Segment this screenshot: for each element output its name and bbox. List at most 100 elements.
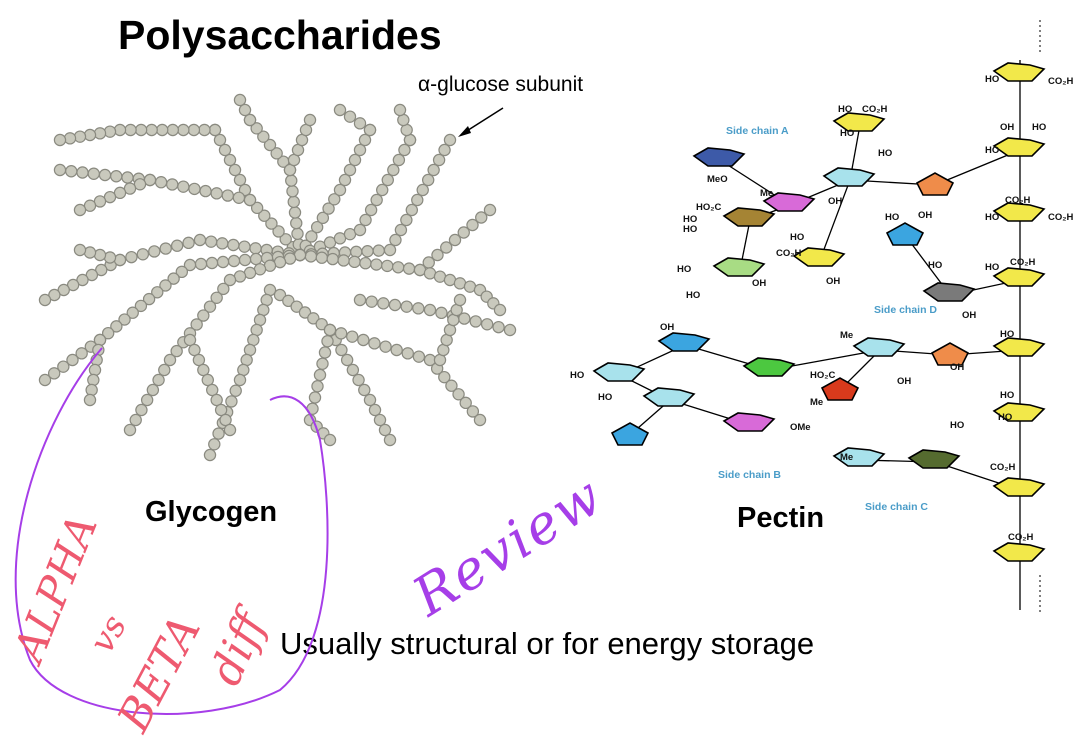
glucose-bead bbox=[159, 279, 172, 292]
glucose-bead bbox=[303, 113, 317, 127]
sugar-ring bbox=[922, 282, 976, 302]
glucose-bead bbox=[353, 223, 367, 237]
glucose-bead bbox=[452, 388, 465, 401]
sugar-ring bbox=[992, 337, 1046, 357]
glucose-bead bbox=[427, 163, 440, 177]
glucose-bead bbox=[223, 273, 237, 287]
glucose-bead bbox=[353, 117, 367, 130]
chemical-group-label: HO bbox=[998, 412, 1012, 423]
chemical-group-label: HO bbox=[570, 370, 584, 381]
glucose-bead bbox=[134, 299, 148, 313]
glucose-bead bbox=[257, 130, 270, 143]
glucose-bead bbox=[411, 193, 424, 207]
chemical-group-label: HO bbox=[950, 420, 964, 431]
sugar-ring bbox=[657, 332, 711, 352]
glucose-bead bbox=[343, 110, 357, 123]
chemical-group-label: HO bbox=[840, 128, 854, 139]
glucose-bead bbox=[387, 163, 400, 177]
glucose-bead bbox=[175, 265, 189, 279]
glucose-bead bbox=[343, 163, 357, 177]
glucose-bead bbox=[445, 379, 458, 392]
glucose-bead bbox=[368, 403, 382, 417]
glucose-bead bbox=[279, 233, 292, 246]
glucose-bead bbox=[457, 226, 470, 239]
glucose-bead bbox=[412, 302, 425, 315]
glucose-bead bbox=[53, 163, 67, 177]
sugar-ring bbox=[992, 202, 1046, 222]
glucose-bead bbox=[401, 347, 414, 360]
chemical-group-label: OH bbox=[828, 196, 842, 207]
furanose-ring bbox=[820, 377, 860, 401]
glucose-bead bbox=[270, 147, 283, 160]
sugar-ring bbox=[712, 257, 766, 277]
glucose-bead bbox=[438, 143, 451, 157]
chemical-group-label: OH bbox=[950, 362, 964, 373]
glucose-bead bbox=[210, 291, 223, 304]
chemical-group-label: OH bbox=[962, 310, 976, 321]
glucose-bead bbox=[365, 295, 378, 308]
glucose-bead bbox=[333, 183, 347, 197]
glucose-bead bbox=[431, 248, 444, 262]
glucose-bead bbox=[136, 248, 150, 261]
chemical-group-label: HO bbox=[928, 260, 942, 271]
glucose-bead bbox=[328, 193, 341, 206]
glucose-bead bbox=[364, 203, 378, 217]
glucose-bead bbox=[453, 293, 467, 307]
chemical-group-label: MeO bbox=[707, 174, 728, 185]
glucose-bead bbox=[250, 201, 264, 215]
glucose-bead bbox=[400, 213, 413, 227]
glucose-bead bbox=[389, 233, 402, 247]
glucose-bead bbox=[334, 327, 348, 340]
glucose-bead bbox=[213, 133, 227, 147]
glucose-bead bbox=[238, 103, 252, 117]
glycogen-label: Glycogen bbox=[145, 496, 278, 528]
chemical-group-label: CO₂H bbox=[990, 462, 1015, 473]
chemical-group-label: OH bbox=[752, 278, 766, 289]
glucose-bead bbox=[393, 103, 407, 117]
glucose-bead bbox=[316, 211, 330, 225]
glucose-bead bbox=[483, 203, 497, 217]
glucose-bead bbox=[379, 340, 392, 353]
chemical-group-label: HO bbox=[985, 262, 999, 273]
chemical-group-label: HO bbox=[1000, 390, 1014, 401]
glucose-bead bbox=[110, 320, 123, 333]
glucose-bead bbox=[353, 293, 367, 307]
chemical-group-label: HO₂C bbox=[696, 202, 721, 213]
chemical-group-label: CO₂H bbox=[1010, 257, 1035, 268]
chemical-group-label: CO₂H bbox=[1048, 76, 1073, 87]
glucose-bead bbox=[223, 153, 237, 167]
chemical-group-label: Me bbox=[840, 452, 853, 463]
glucose-bead bbox=[167, 272, 180, 285]
glucose-bead bbox=[459, 396, 472, 410]
furanose-ring bbox=[915, 172, 955, 196]
sugar-ring bbox=[822, 167, 876, 187]
glucose-bead bbox=[338, 173, 352, 187]
chemical-group-label: OH bbox=[826, 276, 840, 287]
glycosidic-bond bbox=[934, 149, 1021, 186]
glucose-bead bbox=[333, 103, 347, 117]
furanose-ring bbox=[610, 422, 650, 446]
glucose-bead bbox=[358, 133, 372, 147]
side-chain-label: Side chain B bbox=[718, 469, 781, 481]
chemical-group-label: HO₂C bbox=[810, 370, 835, 381]
glucose-bead bbox=[315, 317, 328, 331]
glucose-bead bbox=[57, 283, 70, 297]
glucose-bead bbox=[243, 113, 257, 127]
chemical-group-label: HO bbox=[878, 148, 892, 159]
glucose-bead bbox=[392, 153, 406, 167]
sugar-ring bbox=[992, 62, 1046, 82]
side-chain-label: Side chain A bbox=[726, 125, 789, 137]
glucose-bead bbox=[183, 333, 197, 347]
glucose-bead bbox=[377, 297, 390, 310]
glucose-bead bbox=[363, 393, 377, 407]
chemical-group-label: CO₂H bbox=[1048, 212, 1073, 223]
glucose-bead bbox=[394, 223, 408, 237]
glucose-bead bbox=[298, 306, 312, 319]
glucose-bead bbox=[218, 143, 232, 157]
glucose-bead bbox=[370, 193, 383, 207]
sugar-ring bbox=[992, 137, 1046, 157]
glucose-bead bbox=[48, 288, 61, 302]
glucose-bead bbox=[480, 318, 494, 331]
chemical-group-label: Me bbox=[810, 397, 823, 408]
sugar-ring bbox=[992, 267, 1046, 287]
